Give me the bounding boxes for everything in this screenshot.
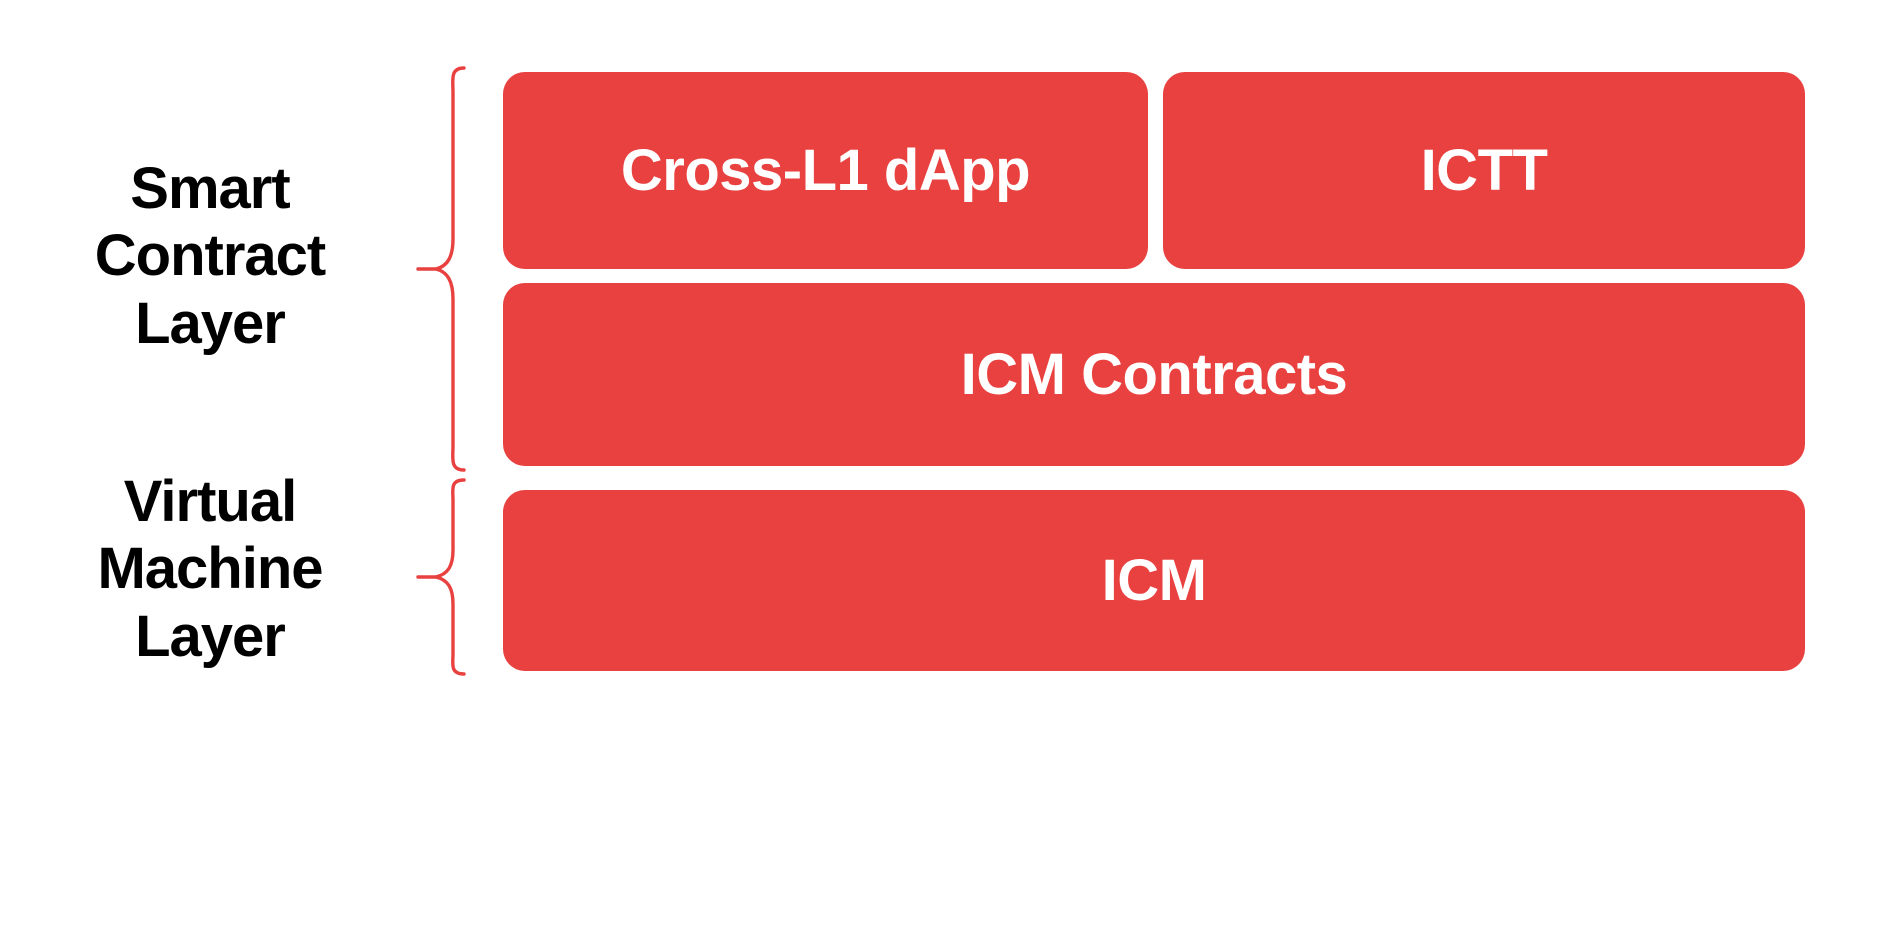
node-box-icm[interactable]: ICM [503, 490, 1805, 671]
node-box-ictt[interactable]: ICTT [1163, 72, 1805, 269]
node-label-icm: ICM [1101, 548, 1207, 613]
curly-brace-left-icon [410, 478, 466, 676]
node-label-cross-l1-dapp: Cross-L1 dApp [620, 138, 1031, 203]
curly-brace-left-icon [410, 66, 466, 472]
node-label-icm-contracts: ICM Contracts [960, 342, 1348, 407]
node-box-cross-l1-dapp[interactable]: Cross-L1 dApp [503, 72, 1148, 269]
node-label-ictt: ICTT [1420, 138, 1548, 203]
layer-label-virtual-machine: Virtual Machine Layer [97, 469, 323, 669]
layer-label-smart-contract: Smart Contract Layer [94, 156, 326, 356]
node-box-icm-contracts[interactable]: ICM Contracts [503, 283, 1805, 466]
